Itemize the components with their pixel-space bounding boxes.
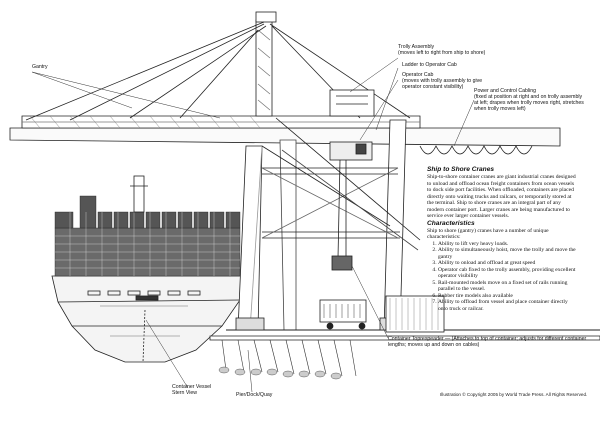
list-item: Ability to offload from vessel and place… [438, 299, 577, 312]
operator-cab-note: (moves with trolly assembly to give oper… [402, 78, 483, 90]
list-item: Rubber tire models also available [438, 293, 577, 300]
gantry-label: Gantry [32, 64, 48, 70]
toprespeader-label: Container Toprespeader — (Attaches to to… [388, 336, 587, 348]
characteristics-intro: Ship to shore (gantry) cranes have a num… [427, 227, 549, 241]
panel-intro: Ship-to-shore container cranes are giant… [427, 174, 576, 219]
power-cabling-label: Power and Control Cabling (fixed at posi… [474, 88, 586, 112]
description-panel: Ship to Shore Cranes Ship-to-shore conta… [427, 166, 577, 312]
panel-title: Ship to Shore Cranes [427, 166, 495, 173]
ship-to-shore-crane [9, 11, 600, 380]
vessel-label: Container Vessel Stern View [172, 384, 211, 396]
power-cabling-note: (fixed at position at right and on troll… [474, 94, 584, 112]
trolly-assembly-title: Trolly Assembly [398, 44, 435, 50]
list-item: Operator cab fixed to the trolly assembl… [438, 267, 577, 280]
container-vessel [51, 175, 247, 363]
vessel-subtitle: Stern View [172, 390, 197, 396]
operator-cab-title: Operator Cab [402, 72, 434, 78]
operator-cab-label: Operator Cab (moves with trolly assembly… [402, 72, 502, 90]
ladder-label: Ladder to Operator Cab [402, 62, 457, 68]
power-cabling-title: Power and Control Cabling [474, 88, 536, 94]
trolly-assembly-note: (moves left to right from ship to shore) [398, 50, 486, 56]
list-item: Ability to lift very heavy loads. [438, 241, 577, 248]
vessel-title: Container Vessel [172, 384, 212, 390]
characteristics-list: Ability to lift very heavy loads. Abilit… [427, 241, 577, 313]
copyright-notice: Illustration © Copyright 2005 by World T… [440, 392, 588, 397]
list-item: Ability to simultaneously hoist, move th… [438, 247, 577, 260]
pier-label: Pier/Dock/Quay [236, 392, 273, 398]
trolly-assembly-label: Trolly Assembly (moves left to right fro… [398, 44, 485, 56]
list-item: Rail-mounted models move on a fixed set … [438, 280, 577, 293]
list-item: Ability to onload and offload at great s… [438, 260, 577, 267]
characteristics-title: Characteristics [427, 219, 475, 227]
